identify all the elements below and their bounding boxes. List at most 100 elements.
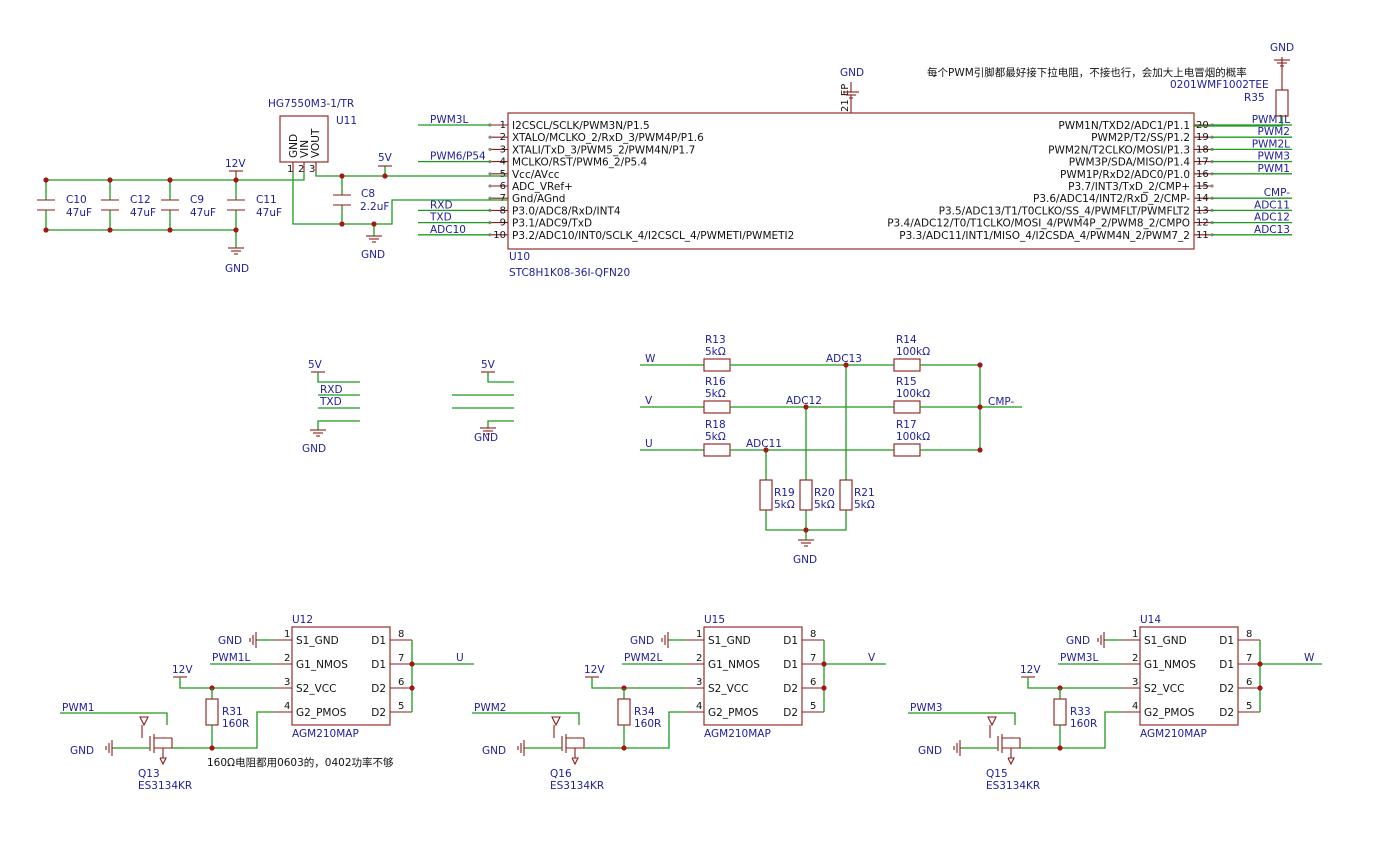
gnd-symbol-mcu: GND	[840, 67, 864, 99]
mcu-pin-num: 17	[1196, 157, 1209, 168]
svg-text:VIN: VIN	[299, 140, 311, 158]
regulator-u11: HG7550M3-1/TR U11 GND VIN VOUT 1 2 3	[268, 98, 357, 175]
mcu-pin-num: 11	[1196, 230, 1209, 241]
driver-nmos-label: PWM1L	[212, 652, 250, 664]
driver-pin-num: 6	[398, 677, 404, 688]
driver-r-ref: R31	[222, 706, 243, 718]
mcu-pin-num: 7	[500, 193, 506, 204]
driver-pin-name: S2_VCC	[296, 683, 336, 695]
sense-rb-val: 100kΩ	[896, 431, 930, 443]
mcu-net-label: PWM6/P54	[430, 151, 486, 163]
mcu-pin-name: P3.0/ADC8/RxD/INT4	[512, 205, 621, 217]
mcu-net-label: TXD	[429, 212, 452, 224]
pullup-part: 0201WMF1002TEE	[1170, 79, 1269, 91]
driver-pin-name: G1_NMOS	[296, 659, 348, 671]
sense-rs-ref: R16	[705, 376, 726, 388]
mcu-pin-num: 8	[500, 205, 506, 216]
svg-text:GND: GND	[288, 134, 300, 158]
regulator-ref: U11	[336, 115, 357, 127]
mcu-pin-num: 13	[1196, 205, 1209, 216]
mcu-pin-num: 18	[1196, 144, 1209, 155]
driver-pin-name: S1_GND	[708, 635, 751, 647]
mcu-pin-name: P3.6/ADC14/INT2/RxD_2/CMP-	[1033, 193, 1190, 205]
mcu-net-label: CMP-	[1264, 187, 1290, 199]
mcu-pin-num: 16	[1196, 169, 1209, 180]
cap-ref: C9	[190, 194, 204, 206]
input-caps: 12V 5V GND C8 2.2uF GND C1047uFC1247uFC9…	[37, 152, 508, 275]
cap-c8-value: 2.2uF	[360, 201, 389, 213]
mcu-net-label: ADC11	[1254, 199, 1290, 211]
driver-ref: U15	[704, 614, 725, 626]
driver-r-val: 160R	[634, 718, 661, 730]
driver-pin-num: 3	[1132, 677, 1138, 688]
driver-pin-num: 3	[696, 677, 702, 688]
driver-gnd-label: GND	[630, 635, 654, 647]
driver-pin-num: 2	[696, 653, 702, 664]
driver-pin-name: D2	[371, 683, 386, 695]
driver-nmos-label: PWM2L	[624, 652, 662, 664]
sense-phase-label: W	[645, 353, 656, 365]
mcu-pin-name: PWM2P/T2/SS/P1.2	[1091, 132, 1190, 144]
sense-bottom-ref: R21	[854, 487, 875, 499]
sense-bottom-val: 5kΩ	[814, 499, 835, 511]
mcu-net-label: ADC12	[1254, 212, 1290, 224]
sense-bottom-val: 5kΩ	[854, 499, 875, 511]
mcu-ref: U10	[509, 251, 530, 263]
driver-pin-num: 4	[284, 701, 290, 712]
driver-pin-num: 5	[398, 701, 404, 712]
mcu-net-label: PWM3	[1258, 151, 1290, 163]
driver-pin-num: 1	[284, 629, 290, 640]
sense-adc-label: ADC13	[826, 353, 862, 365]
cap-ref: C10	[66, 194, 87, 206]
pullup-ref: R35	[1244, 92, 1265, 104]
regulator-part: HG7550M3-1/TR	[268, 98, 354, 110]
mcu-pin-name: PWM1P/RxD2/ADC0/P1.0	[1060, 169, 1190, 181]
sense-rows: WR135kΩR14100kΩADC13VR165kΩR15100kΩADC12…	[640, 334, 983, 533]
driver-pin-name: D2	[1219, 683, 1234, 695]
cap-ref: C11	[256, 194, 277, 206]
driver-ref: U14	[1140, 614, 1161, 626]
driver-pin-name: D2	[1219, 707, 1234, 719]
driver-out-label: W	[1304, 652, 1315, 664]
sense-phase-label: U	[645, 438, 653, 450]
mcu-pin-name: P3.7/INT3/TxD_2/CMP+	[1068, 181, 1190, 193]
driver-pin-num: 5	[1246, 701, 1252, 712]
driver-pin-name: S2_VCC	[708, 683, 748, 695]
mcu-net-label: PWM2	[1258, 126, 1290, 138]
driver-q-gnd-label: GND	[918, 745, 942, 757]
driver-pin-name: D2	[783, 707, 798, 719]
sense-phase-label: V	[645, 395, 653, 407]
driver-pin-num: 3	[284, 677, 290, 688]
driver-ref: U12	[292, 614, 313, 626]
mcu-pin-name: I2CSCL/SCLK/PWM3N/P1.5	[512, 120, 650, 132]
sense-rs-val: 5kΩ	[705, 431, 726, 443]
driver-q-part: ES3134KR	[986, 780, 1040, 792]
header-left: 5V RXD TXD GND	[302, 359, 360, 455]
sense-rs-ref: R18	[705, 419, 726, 431]
driver-pin-num: 4	[1132, 701, 1138, 712]
driver-pin-num: 2	[284, 653, 290, 664]
svg-text:5V: 5V	[378, 152, 393, 164]
mcu-pin-name: ADC_VRef+	[512, 181, 573, 193]
sense-bottom-ref: R19	[774, 487, 795, 499]
gate-driver-u14: U14AGM210MAP1S1_GND2G1_NMOS3S2_VCC4G2_PM…	[908, 614, 1322, 792]
driver-pin-name: D1	[371, 659, 386, 671]
driver-pin-name: D2	[783, 683, 798, 695]
driver-pin-num: 6	[810, 677, 816, 688]
svg-text:12V: 12V	[225, 158, 246, 170]
mcu-pin-num: 15	[1196, 181, 1209, 192]
driver-12v-label: 12V	[172, 664, 193, 676]
driver-pin-name: D1	[1219, 659, 1234, 671]
driver-pin-num: 6	[1246, 677, 1252, 688]
pullup-r35: 每个PWM引脚都最好接下拉电阻，不接也行，会加大上电冒烟的概率 0201WMF1…	[927, 42, 1294, 127]
driver-pin-name: G1_NMOS	[708, 659, 760, 671]
mcu-pin-name: P3.4/ADC12/T0/T1CLKO/MOSI_4/PWM4P_2/PWM8…	[887, 218, 1190, 230]
driver-pin-name: G1_NMOS	[1144, 659, 1196, 671]
cap-ref: C12	[130, 194, 151, 206]
driver-gnd-label: GND	[1066, 635, 1090, 647]
driver-pmos-label: PWM1	[62, 702, 94, 714]
sense-bottom-val: 5kΩ	[774, 499, 795, 511]
driver-r-val: 160R	[1070, 718, 1097, 730]
